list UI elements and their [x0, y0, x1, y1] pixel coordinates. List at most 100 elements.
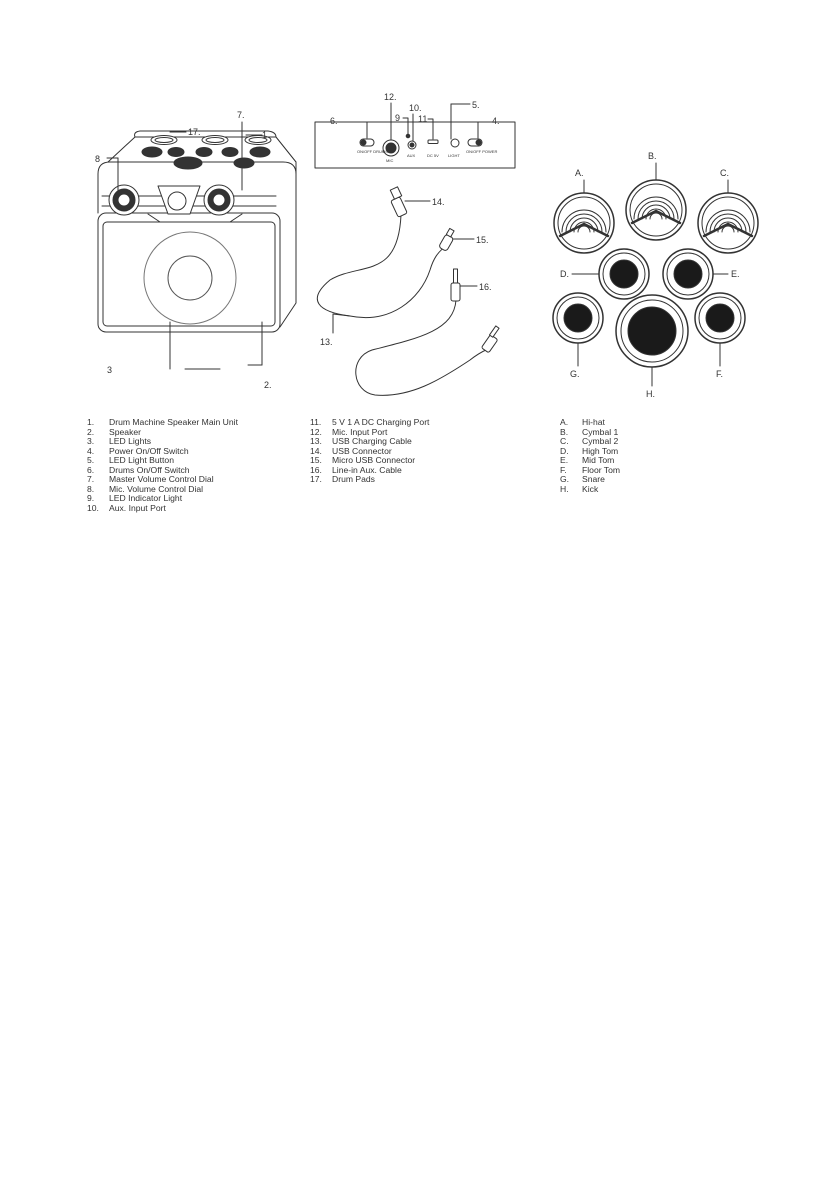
list-item-label: Hi-hat	[582, 417, 605, 427]
pad-layout-illustration	[552, 162, 759, 387]
list-item-label: High Tom	[582, 445, 619, 456]
list-item: C. Cymbal 2	[560, 436, 620, 447]
list-item-label: Power On/Off Switch	[109, 445, 189, 456]
list-item-label: Mic. Input Port	[332, 426, 388, 437]
list-item: 1.Drum Machine Speaker Main Unit	[87, 417, 238, 428]
pad-cymbal-1	[625, 179, 687, 241]
list-item-label: Kick	[582, 483, 599, 494]
list-item: 12. Mic. Input Port	[310, 426, 429, 438]
list-item-key: 17.	[310, 474, 322, 484]
svg-text:15.: 15.	[476, 235, 489, 245]
list-item-label: Drum Pads	[332, 474, 375, 484]
list-item: 14.USB Connector	[310, 446, 429, 457]
list-item-label: Drum Machine Speaker Main Unit	[109, 417, 238, 427]
list-item-key: 13.	[310, 436, 322, 446]
svg-text:C.: C.	[720, 168, 729, 178]
list-item: 6.Drums On/Off Switch	[87, 464, 238, 476]
list-item-key: 9.	[87, 493, 95, 503]
list-item-label: Mic. Volume Control Dial	[109, 483, 204, 494]
svg-text:A.: A.	[575, 168, 584, 178]
mic-volume-dial	[108, 184, 140, 216]
svg-text:1: 1	[262, 130, 267, 140]
product-diagram: 1 2. 3 4. 5. 6. 7. 8 9 10. 11 12. 13. 14…	[95, 92, 759, 399]
list-item: A. Hi-hat	[560, 417, 620, 428]
list-item: B. Cymbal 1	[560, 426, 620, 438]
svg-text:11: 11	[418, 114, 427, 124]
svg-text:12.: 12.	[384, 92, 397, 102]
speaker-ring	[143, 231, 237, 325]
list-item: 15. Micro USB Connector	[310, 455, 429, 466]
pad-floor-tom	[694, 292, 746, 344]
list-item-key: 2.	[87, 426, 95, 437]
pad-mid-tom	[662, 248, 714, 300]
list-item: 10. Aux. Input Port	[87, 502, 238, 514]
list-item-label: Cymbal 2	[582, 436, 619, 446]
list-item: 11.5 V 1 A DC Charging Port	[310, 417, 429, 428]
list-item-label: Cymbal 1	[582, 426, 619, 437]
svg-text:17.: 17.	[188, 127, 201, 137]
list-item: 4. Power On/Off Switch	[87, 445, 238, 457]
list-item-label: Floor Tom	[582, 464, 621, 475]
list-item-key: B.	[560, 426, 569, 437]
list-item-key: 5.	[87, 455, 95, 465]
list-item: 5. LED Light Button	[87, 455, 238, 466]
pad-high-tom	[598, 248, 650, 300]
svg-text:MIC: MIC	[386, 158, 393, 163]
back-panel-illustration	[314, 102, 516, 169]
svg-text:F.: F.	[716, 369, 723, 379]
svg-text:16.: 16.	[479, 282, 492, 292]
list-item-key: A.	[560, 417, 569, 427]
list-item: 3.LED Lights	[87, 436, 238, 447]
list-item-key: C.	[560, 436, 569, 446]
master-volume-dial	[203, 184, 235, 216]
svg-text:5.: 5.	[472, 100, 480, 110]
svg-text:2.: 2.	[264, 380, 272, 390]
svg-text:H.: H.	[646, 389, 655, 399]
list-item-key: 12.	[310, 426, 322, 437]
svg-text:E.: E.	[731, 269, 740, 279]
list-item-label: Mid Tom	[582, 455, 615, 465]
list-item-key: 4.	[87, 445, 95, 456]
svg-text:4.: 4.	[492, 116, 500, 126]
list-item-label: Speaker	[109, 426, 142, 437]
list-item: 2. Speaker	[87, 426, 238, 438]
pad-cymbal-2	[697, 192, 759, 254]
svg-text:3: 3	[107, 365, 112, 375]
list-item-key: 3.	[87, 436, 95, 446]
list-item-key: 15.	[310, 455, 322, 465]
svg-text:7.: 7.	[237, 110, 245, 120]
list-item-key: 11.	[310, 417, 322, 427]
list-item-label: Master Volume Control Dial	[109, 474, 214, 484]
svg-text:ON/OFF POWER: ON/OFF POWER	[466, 149, 497, 154]
svg-text:D.: D.	[560, 269, 569, 279]
list-item: H.Kick	[560, 483, 620, 495]
svg-text:B.: B.	[648, 151, 657, 161]
list-item-key: D.	[560, 445, 569, 456]
list-item-label: Micro USB Connector	[332, 455, 416, 465]
svg-text:8: 8	[95, 154, 100, 164]
list-item-key: 8.	[87, 483, 95, 494]
list-item-label: Aux. Input Port	[109, 502, 166, 513]
list-item: D. High Tom	[560, 445, 620, 457]
svg-text:LIGHT: LIGHT	[448, 153, 460, 158]
drum-pads	[141, 135, 272, 170]
list-item-label: LED Light Button	[109, 455, 174, 465]
list-item-label: Snare	[582, 474, 605, 484]
list-item: G.Snare	[560, 474, 620, 485]
main-unit-illustration	[97, 121, 297, 370]
list-item-label: Drums On/Off Switch	[109, 464, 190, 475]
list-item: 17. Drum Pads	[310, 474, 429, 485]
svg-text:DC 5V: DC 5V	[427, 153, 439, 158]
led-light-ring	[167, 255, 213, 301]
list-item: 13.USB Charging Cable	[310, 436, 429, 447]
list-item-label: LED Indicator Light	[109, 493, 183, 503]
cables-illustration	[316, 186, 500, 396]
list-item-key: F.	[560, 464, 567, 475]
svg-text:G.: G.	[570, 369, 580, 379]
list-item-key: 10.	[87, 502, 99, 513]
list-item-key: E.	[560, 455, 569, 465]
list-item-key: 7.	[87, 474, 95, 484]
list-item-key: 16.	[310, 464, 322, 475]
list-item: F. Floor Tom	[560, 464, 621, 476]
